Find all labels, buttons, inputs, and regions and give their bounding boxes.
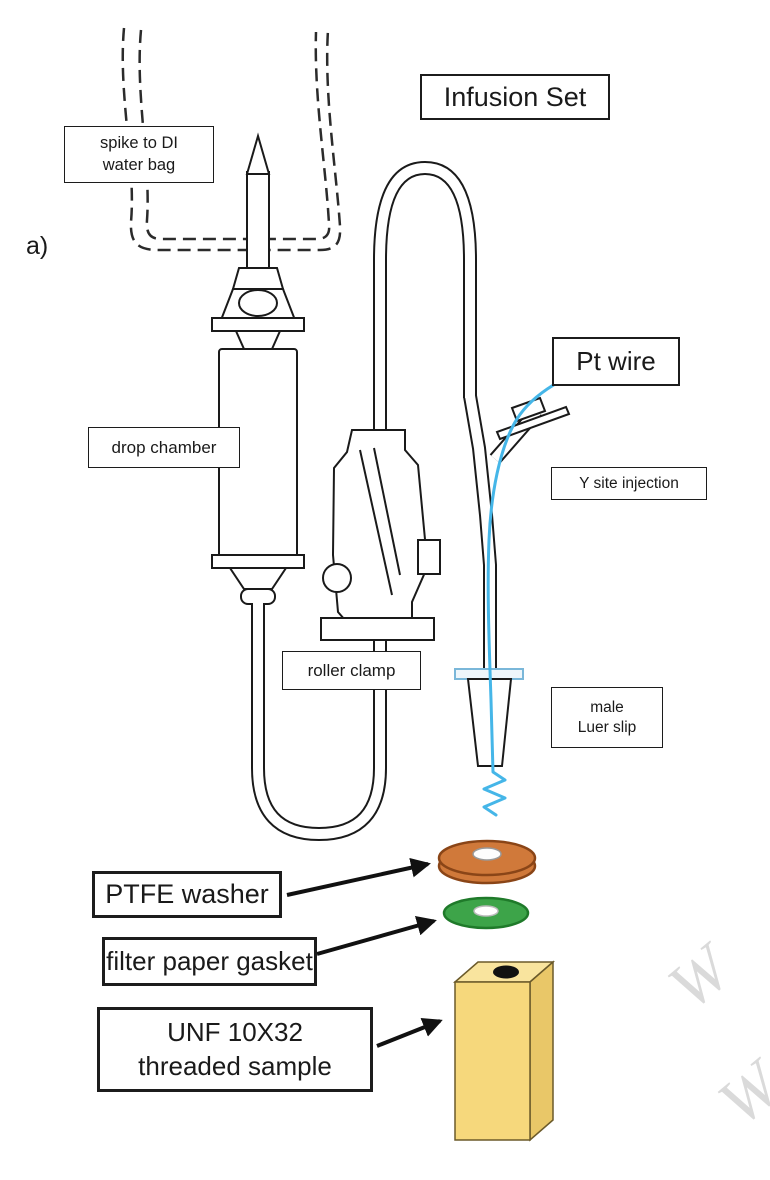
watermark: W W	[655, 929, 770, 1139]
watermark-glyph-1: W	[655, 929, 748, 1023]
label-infusion-set: Infusion Set	[420, 74, 610, 120]
arrow-ptfe-washer	[286, 857, 431, 897]
label-ptfe-washer-text: PTFE washer	[105, 879, 269, 910]
arrow-filter-gasket	[316, 915, 437, 956]
spike-graphic	[211, 132, 305, 350]
label-drop-chamber: drop chamber	[88, 427, 240, 468]
panel-label: a)	[26, 232, 48, 261]
label-spike-text: spike to DI water bag	[100, 134, 178, 174]
label-pt-wire: Pt wire	[552, 337, 680, 386]
sample-threaded-hole	[493, 965, 519, 979]
gasket-hole	[473, 905, 499, 917]
label-y-site-text: Y site injection	[579, 474, 679, 492]
tube-core	[253, 162, 541, 840]
label-spike-to-di-water-bag: spike to DI water bag	[64, 126, 214, 183]
pt-wire-line	[482, 364, 602, 817]
label-filter-gasket-text: filter paper gasket	[106, 945, 313, 976]
label-roller-clamp: roller clamp	[282, 651, 421, 690]
filter-gasket-graphic	[442, 896, 530, 930]
washer-hole	[472, 847, 502, 861]
y-site-flange	[495, 405, 571, 441]
iv-tubing	[251, 160, 543, 842]
roller-clamp-graphic	[320, 429, 441, 641]
ptfe-washer-graphic	[437, 839, 537, 885]
label-y-site-injection: Y site injection	[551, 467, 707, 500]
label-filter-paper-gasket: filter paper gasket	[102, 937, 317, 986]
arrow-sample	[376, 1017, 443, 1048]
sample-block-graphic	[452, 960, 556, 1142]
label-roller-clamp-text: roller clamp	[307, 660, 396, 680]
label-ptfe-washer: PTFE washer	[92, 871, 282, 918]
roller-wheel	[322, 563, 352, 593]
pointer-arrows	[286, 857, 443, 1048]
panel-label-text: a)	[26, 232, 49, 260]
drop-chamber-graphic	[211, 348, 305, 605]
y-site-graphic	[495, 396, 571, 441]
watermark-glyph-2: W	[705, 1045, 770, 1139]
label-unf-threaded-sample: UNF 10X32 threaded sample	[97, 1007, 373, 1092]
label-male-luer-slip: male Luer slip	[551, 687, 663, 748]
label-sample-text: UNF 10X32 threaded sample	[138, 1017, 332, 1081]
label-luer-text: male Luer slip	[577, 698, 637, 736]
label-pt-wire-text: Pt wire	[576, 345, 656, 376]
label-infusion-set-text: Infusion Set	[443, 81, 587, 112]
luer-taper	[466, 678, 513, 767]
label-drop-chamber-text: drop chamber	[111, 437, 217, 457]
